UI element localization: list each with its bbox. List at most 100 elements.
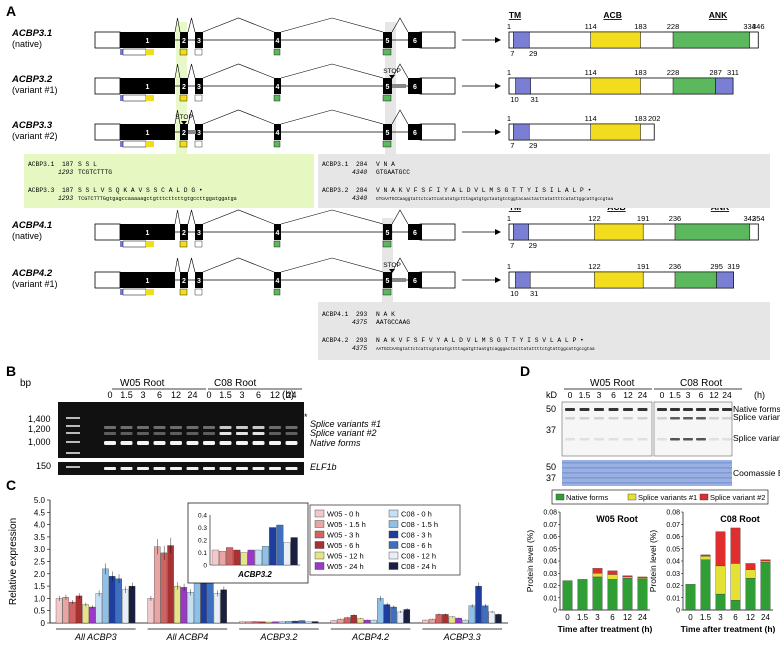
bar [481,605,489,624]
native-band [657,408,667,411]
bar [370,619,377,624]
seq-nt: GTGAATGCC [376,169,410,176]
legend-swatch [314,541,325,549]
inset-tick-label: 0 [203,563,207,570]
coomassie-band [562,472,732,474]
variant1-band [137,426,149,429]
bar [62,597,69,624]
native-band [252,441,265,445]
ladder-band [66,432,80,434]
exon-box [408,272,422,288]
exon-box [195,124,203,140]
bar [428,618,436,624]
protein-tick: 228 [667,68,680,77]
group-label: ACBP4.2 [351,632,389,642]
acb-domain [594,223,644,241]
gene-form: (native) [12,231,42,241]
panel-b-rt-pcr-gel: bp W05 Root C08 Root (h) 1,400 1,200 1,0… [20,378,381,475]
stacked-bar-segment [637,578,648,580]
variant2-band [709,438,719,441]
gel-ladder-1400: 1,400 [28,414,51,424]
exon-number: 3 [197,278,201,285]
exon-number: 1 [146,230,150,237]
exon-box [180,272,188,288]
exon-number: 1 [146,84,150,91]
exon-box [180,32,188,48]
y-axis-label: Protein level (%) [648,530,658,593]
tm-tick: 31 [530,289,538,298]
splice-arc [202,17,275,33]
lane-label: 24 [722,390,732,400]
y-tick-label: 0.5 [34,607,46,616]
variant1-band [623,417,633,420]
y-tick-label: 0.05 [543,546,557,553]
chart-title: W05 Root [596,514,638,524]
exon-box [274,32,281,48]
variant1-band [186,426,199,429]
lane-label: 12 [623,390,633,400]
exon-box [274,78,281,94]
stacked-bar-segment [730,527,741,564]
seq-aa-pos: 293 [356,311,368,318]
variant1-band [579,417,590,420]
exon-number: 3 [197,230,201,237]
protein-tick: 1 [507,262,511,271]
protein-tick: 354 [752,214,765,223]
gene-form: (variant #1) [12,85,58,95]
stacked-bar-segment [700,559,711,611]
lane-label: 6 [256,390,261,400]
stop-label: STOP [383,68,401,75]
variant2-band [565,438,575,441]
protein-tick: 311 [727,68,739,77]
native-band [153,441,166,445]
legend-label: C08 - 6 h [401,541,432,550]
bar [422,619,429,624]
tm-tick: 29 [529,141,537,150]
utr-3 [419,31,456,49]
panel-label-a: A [6,3,16,19]
tm-tick: 29 [529,241,537,250]
bar [122,589,129,624]
seq-aa-pos: 284 [356,161,368,168]
tm-tick: 10 [510,95,518,104]
bar [265,621,273,624]
acb-bit-2 [179,288,188,296]
inset-tick-label: 0.2 [198,538,207,545]
variant2-band [579,438,590,441]
splice-arc [174,209,181,225]
bar [305,621,312,624]
group-label: All ACBP4 [166,632,209,642]
bar [495,614,502,624]
bar [180,587,188,624]
acb-domain [590,77,641,95]
gene-name: ACBP4.1 [11,220,52,231]
seq-aa: N A K [376,311,395,318]
inset-bar [269,527,277,566]
elf1b-band [137,467,149,470]
exon-number: 5 [386,84,390,91]
bar [272,621,279,624]
legend-swatch [388,562,399,570]
seq-aa-pos: 187 [62,187,74,194]
gel-time-unit: (h) [282,390,294,401]
seq-nt: GTGAATGCCaaggtattctcattcatatatgctttagatg… [376,197,613,202]
x-tick-label: 24 [638,613,647,622]
variant1-band [236,426,248,429]
coomassie-band [562,467,732,469]
stacked-bar-segment [730,563,741,601]
variant2-band [722,438,732,441]
bar [403,609,411,624]
bar [350,614,357,624]
gel-band-label-variants1: Splice variants #1 [310,419,381,429]
stop-arrow [389,269,395,273]
blot-w05 [561,401,653,457]
seq-nt-pos: 4375 [352,345,367,352]
ank-bit [273,94,281,102]
legend-label: C08 - 24 h [401,562,436,571]
exon1-bit [122,240,147,248]
stop-arrow [181,121,187,125]
panel-label-b: B [6,363,16,379]
stacked-bar-segment [592,573,603,578]
lane-label: 3 [239,390,244,400]
utr-5 [94,271,121,289]
